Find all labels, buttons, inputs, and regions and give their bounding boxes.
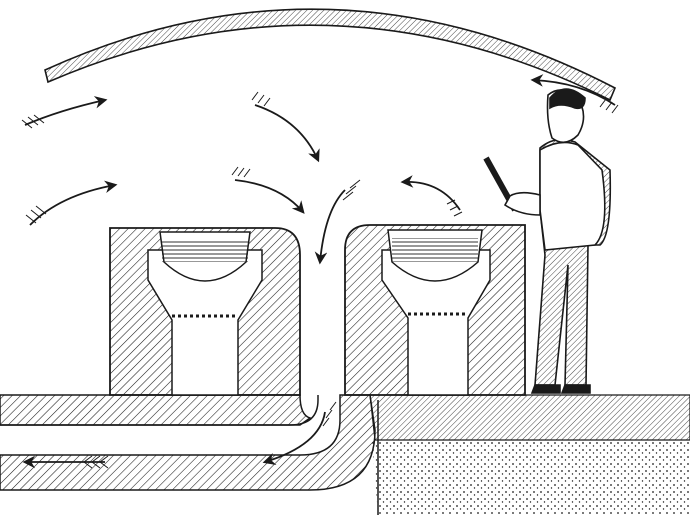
ground-base — [370, 395, 690, 515]
airflow-arrow-icon — [252, 92, 318, 160]
furnace-right — [345, 225, 525, 395]
furnace-left — [110, 228, 300, 395]
ceiling-arc — [45, 9, 615, 100]
airflow-arrow-icon — [26, 185, 115, 225]
airflow-arrow-icon — [232, 167, 303, 212]
airflow-arrow-icon — [22, 100, 105, 128]
exhaust-flue — [0, 395, 375, 490]
airflow-arrow-icon — [403, 182, 462, 216]
